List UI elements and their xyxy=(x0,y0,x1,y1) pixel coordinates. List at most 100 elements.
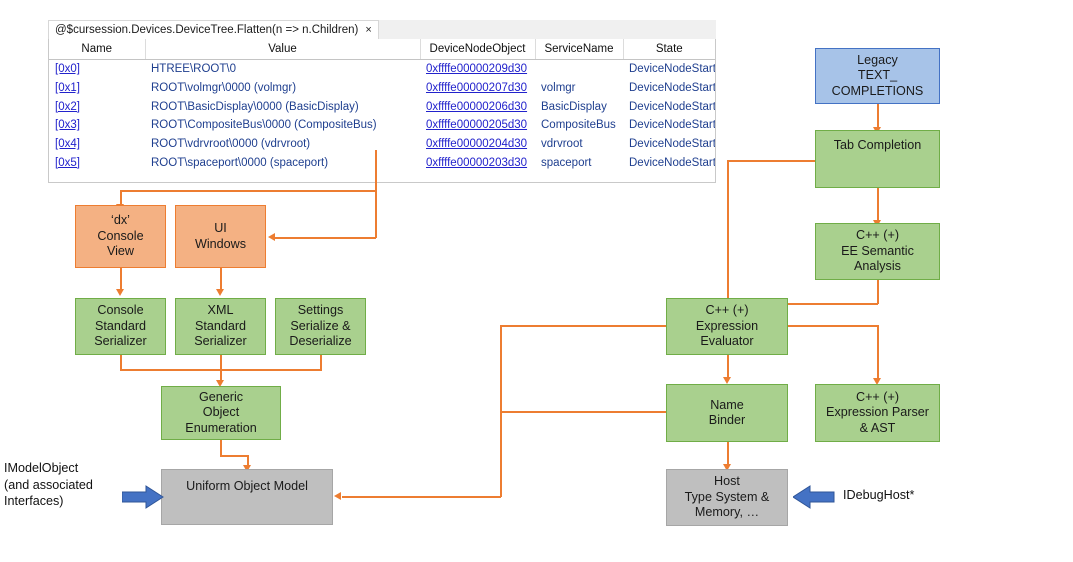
cell-name: [0x1] xyxy=(49,79,145,98)
tab-device-tree-query[interactable]: @$cursession.Devices.DeviceTree.Flatten(… xyxy=(48,20,379,39)
connector-to-ui-windows-vertical xyxy=(375,190,377,238)
connector-name-binder-to-host xyxy=(727,442,729,466)
column-header-value[interactable]: Value xyxy=(145,39,421,60)
connector-generic-enum-to-uom xyxy=(247,455,249,467)
cell-state: DeviceNodeStarted (776) xyxy=(629,100,715,113)
connector-bus-to-uom-horizontal xyxy=(342,496,501,498)
link-index[interactable]: [0x1] xyxy=(55,82,80,95)
arrowhead-into-xml-serializer xyxy=(216,289,224,296)
link-index[interactable]: [0x0] xyxy=(55,63,80,76)
cell-value: ROOT\CompositeBus\0000 (CompositeBus) xyxy=(151,119,377,132)
column-header-servicename[interactable]: ServiceName xyxy=(535,39,624,60)
node-ui-windows[interactable]: UI Windows xyxy=(175,205,266,268)
connector-tabcompletion-to-ee xyxy=(877,188,879,222)
link-devicenodeobject[interactable]: 0xffffe00000205d30 xyxy=(426,119,528,132)
cell-name: [0x4] xyxy=(49,135,145,154)
table-row[interactable]: [0x5] ROOT\spaceport\0000 (spaceport) 0xff… xyxy=(49,153,715,172)
connector-legacy-to-tabcompletion xyxy=(877,104,879,129)
arrowhead-into-ui-windows xyxy=(268,233,275,241)
node-legacy-text-completions[interactable]: Legacy TEXT_ COMPLETIONS xyxy=(815,48,940,104)
connector-right-bus-vertical xyxy=(500,325,502,497)
connector-dx-drop xyxy=(120,190,122,207)
cell-devicenodeobject: 0xffffe00000205d30 xyxy=(420,116,535,135)
connector-ee-to-evaluator xyxy=(786,303,878,305)
link-devicenodeobject[interactable]: 0xffffe00000207d30 xyxy=(426,82,528,95)
data-grid[interactable]: Name Value DeviceNodeObject ServiceName … xyxy=(48,39,716,183)
connector-bus-to-generic-enum xyxy=(220,369,222,382)
connector-dx-to-console-serializer xyxy=(120,268,122,291)
arrowhead-into-expression-parser xyxy=(873,378,881,385)
node-tab-completion[interactable]: Tab Completion xyxy=(815,130,940,188)
link-devicenodeobject[interactable]: 0xffffe00000204d30 xyxy=(426,138,528,151)
node-host-type-system[interactable]: Host Type System & Memory, … xyxy=(666,469,788,526)
block-arrow-left-idebughost xyxy=(793,485,835,509)
connector-evaluator-to-parser-horizontal xyxy=(788,325,878,327)
data-grid-table: Name Value DeviceNodeObject ServiceName … xyxy=(49,39,715,172)
connector-xml-serializer-down xyxy=(220,355,222,370)
cell-servicename: CompositeBus xyxy=(541,119,616,132)
cell-devicenodeobject: 0xffffe00000204d30 xyxy=(420,135,535,154)
node-dx-console-view[interactable]: ‘dx’ Console View xyxy=(75,205,166,268)
connector-console-serializer-down xyxy=(120,355,122,370)
arrowhead-into-generic-enumeration xyxy=(216,380,224,387)
table-row[interactable]: [0x2] ROOT\BasicDisplay\0000 (BasicDispla… xyxy=(49,97,715,116)
connector-evaluator-left xyxy=(500,325,668,327)
link-devicenodeobject[interactable]: 0xffffe00000206d30 xyxy=(426,100,528,113)
node-ee-semantic-analysis[interactable]: C++ (+) EE Semantic Analysis xyxy=(815,223,940,280)
connector-table-to-dx-horizontal xyxy=(120,190,376,192)
connector-settings-down xyxy=(320,355,322,370)
node-expression-evaluator[interactable]: C++ (+) Expression Evaluator xyxy=(666,298,788,355)
cell-servicename: vdrvroot xyxy=(541,138,583,151)
cell-devicenodeobject: 0xffffe00000207d30 xyxy=(420,79,535,98)
arrowhead-into-name-binder xyxy=(723,377,731,384)
link-devicenodeobject[interactable]: 0xffffe00000209d30 xyxy=(426,63,528,76)
connector-ee-down xyxy=(877,280,879,304)
cell-name: [0x0] xyxy=(49,60,145,79)
node-name-binder[interactable]: Name Binder xyxy=(666,384,788,442)
table-header-row: Name Value DeviceNodeObject ServiceName … xyxy=(49,39,715,60)
cell-value: ROOT\vdrvroot\0000 (vdrvroot) xyxy=(151,138,311,151)
link-devicenodeobject[interactable]: 0xffffe00000203d30 xyxy=(426,156,528,169)
link-index[interactable]: [0x5] xyxy=(55,156,80,169)
debugger-data-window: @$cursession.Devices.DeviceTree.Flatten(… xyxy=(48,20,716,183)
node-expression-parser-ast[interactable]: C++ (+) Expression Parser & AST xyxy=(815,384,940,442)
connector-to-ui-windows-horizontal xyxy=(275,237,376,239)
node-generic-object-enumeration[interactable]: Generic Object Enumeration xyxy=(161,386,281,440)
column-header-name[interactable]: Name xyxy=(49,39,146,60)
close-icon[interactable]: × xyxy=(365,23,372,36)
arrowhead-into-uniform-object-model xyxy=(243,465,251,472)
table-row[interactable]: [0x1] ROOT\volmgr\0000 (volmgr) 0xffffe000… xyxy=(49,79,715,98)
cell-value: ROOT\spaceport\0000 (spaceport) xyxy=(151,156,329,169)
node-xml-standard-serializer[interactable]: XML Standard Serializer xyxy=(175,298,266,355)
connector-tabcompletion-left xyxy=(727,160,815,162)
block-arrow-right-imodelobject xyxy=(122,485,164,509)
caption-idebughost: IDebugHost* xyxy=(843,488,915,502)
connector-generic-enum-down xyxy=(220,440,222,456)
table-row[interactable]: [0x3] ROOT\CompositeBus\0000 (CompositeBu… xyxy=(49,116,715,135)
column-header-devicenodeobject[interactable]: DeviceNodeObject xyxy=(420,39,536,60)
link-index[interactable]: [0x4] xyxy=(55,138,80,151)
table-row[interactable]: [0x4] ROOT\vdrvroot\0000 (vdrvroot) 0xffff… xyxy=(49,135,715,154)
link-index[interactable]: [0x3] xyxy=(55,119,80,132)
arrowhead-uom-from-right xyxy=(334,492,341,500)
cell-value: ROOT\volmgr\0000 (volmgr) xyxy=(151,82,297,95)
cell-state: DeviceNodeStarted (776) xyxy=(629,119,715,132)
node-uniform-object-model[interactable]: Uniform Object Model xyxy=(161,469,333,525)
connector-evaluator-to-parser-vertical xyxy=(877,325,879,380)
tab-strip: @$cursession.Devices.DeviceTree.Flatten(… xyxy=(48,20,716,40)
cell-devicenodeobject: 0xffffe00000203d30 xyxy=(420,153,535,172)
caption-imodelobject: IModelObject (and associated Interfaces) xyxy=(4,461,93,508)
cell-servicename: BasicDisplay xyxy=(541,100,607,113)
connector-ui-to-xml-serializer xyxy=(220,268,222,291)
link-index[interactable]: [0x2] xyxy=(55,100,80,113)
cell-servicename: volmgr xyxy=(541,82,576,95)
node-settings-serialize-deserialize[interactable]: Settings Serialize & Deserialize xyxy=(275,298,366,355)
node-console-standard-serializer[interactable]: Console Standard Serializer xyxy=(75,298,166,355)
cell-state: DeviceNodeStarted (776) xyxy=(629,138,715,151)
column-header-state[interactable]: State xyxy=(623,39,715,60)
arrowhead-into-console-serializer xyxy=(116,289,124,296)
cell-value: ROOT\BasicDisplay\0000 (BasicDisplay) xyxy=(151,100,359,113)
